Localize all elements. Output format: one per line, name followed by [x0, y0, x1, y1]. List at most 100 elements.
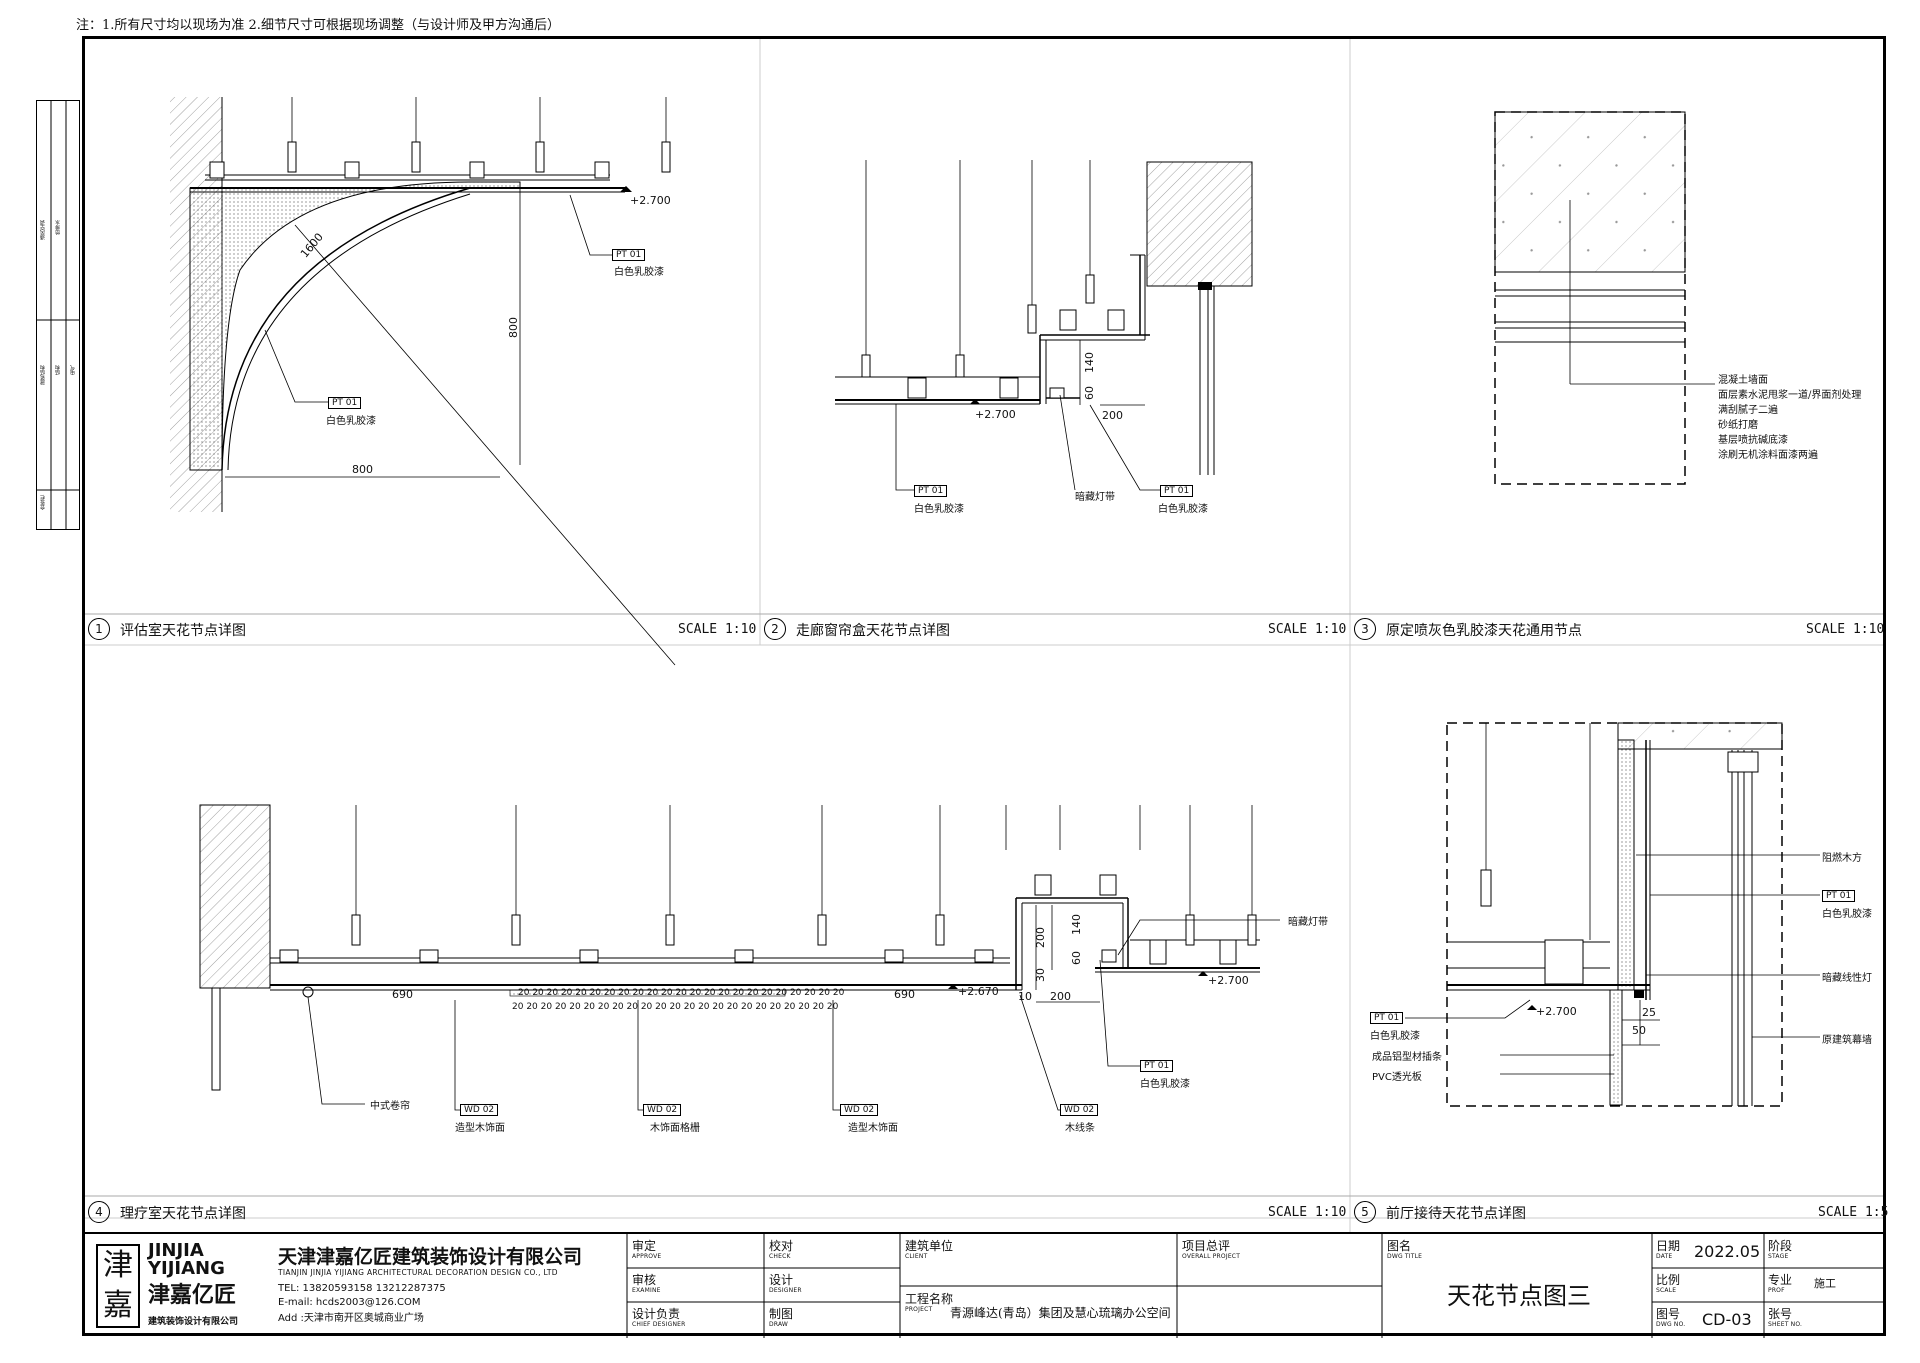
panel2-detail: [835, 160, 1253, 491]
chief-label-en: CHIEF DESIGNER: [632, 1321, 686, 1328]
panel2-number: 2: [764, 618, 786, 640]
p5-pvc: PVC透光板: [1372, 1072, 1422, 1083]
logo-en-1: JINJIA: [148, 1240, 204, 1261]
p3-spec-5: 基层喷抗碱底漆: [1718, 435, 1788, 446]
title-block: 津嘉 JINJIA YIJIANG 津嘉亿匠 建筑装饰设计有限公司 天津津嘉亿匠…: [82, 1232, 1886, 1338]
logo-en-2: YIJIANG: [148, 1258, 225, 1279]
p3-spec-6: 涂刷无机涂料面漆两遍: [1718, 450, 1818, 461]
p3-spec-1: 混凝土墙面: [1718, 375, 1768, 386]
panel5-number: 5: [1354, 1201, 1376, 1223]
p4-tag-4: WD 02: [1060, 1104, 1099, 1116]
p4-pt-tag: PT 01: [1140, 1060, 1174, 1072]
p4-dim-200-horizontal: 200: [1050, 990, 1071, 1003]
panel1-number: 1: [88, 618, 110, 640]
examine-label: 审核: [632, 1273, 657, 1287]
designer-label: 设计: [769, 1273, 794, 1287]
p4-dim-690-left: 690: [392, 988, 413, 1001]
overall-label: 项目总评: [1182, 1239, 1231, 1253]
logo-sub: 建筑装饰设计有限公司: [148, 1317, 239, 1327]
p2-hidden-light: 暗藏灯带: [1075, 492, 1115, 503]
panel5-scale: SCALE 1:5: [1818, 1205, 1889, 1220]
p1-label-2: 白色乳胶漆: [326, 416, 376, 427]
panel1-scale: SCALE 1:10: [678, 622, 757, 637]
draw-label-en: DRAW: [769, 1321, 789, 1328]
p4-elevation-2: +2.700: [1208, 974, 1249, 987]
panel3-scale: SCALE 1:10: [1806, 622, 1885, 637]
p5-label-2: 白色乳胶漆: [1370, 1031, 1420, 1042]
stage-label-en: STAGE: [1768, 1253, 1789, 1260]
contact-tel: TEL: 13820593158 13212287375: [278, 1283, 446, 1294]
dwg-title-label: 图名: [1387, 1239, 1412, 1253]
p4-label-2: 木饰面格栅: [650, 1123, 700, 1134]
p1-tag-1: PT 01: [612, 249, 646, 261]
p5-elevation: +2.700: [1536, 1005, 1577, 1018]
p4-label-3: 造型木饰面: [848, 1123, 898, 1134]
chief-label: 设计负责: [632, 1307, 681, 1321]
p3-spec-2: 面层素水泥甩浆一道/界面剂处理: [1718, 390, 1862, 401]
p5-hidden-line-light: 暗藏线性灯: [1822, 973, 1872, 984]
p2-dim-140: 140: [1083, 352, 1096, 373]
logo-cn: 津嘉亿匠: [148, 1283, 237, 1308]
p2-dim-60: 60: [1083, 386, 1096, 400]
dwgno-label-en: DWG NO.: [1656, 1321, 1686, 1328]
approve-label: 审定: [632, 1239, 657, 1253]
p4-tag-2: WD 02: [643, 1104, 682, 1116]
title-block-grid: [626, 1234, 1886, 1338]
contact-address: Add :天津市南开区奥城商业广场: [278, 1313, 424, 1324]
panel2-scale: SCALE 1:10: [1268, 622, 1347, 637]
panel5-detail: [1405, 722, 1820, 1107]
project-label: 工程名称: [905, 1292, 954, 1306]
p3-spec-4: 砂纸打磨: [1718, 420, 1758, 431]
p4-elevation-1: +2.670: [958, 985, 999, 998]
scale-label: 比例: [1656, 1273, 1681, 1287]
project-label-en: PROJECT: [905, 1306, 933, 1313]
p4-hidden-light: 暗藏灯带: [1288, 917, 1328, 928]
panel4-scale: SCALE 1:10: [1268, 1205, 1347, 1220]
p2-tag-1: PT 01: [914, 485, 948, 497]
p4-dim-690-right: 690: [894, 988, 915, 1001]
draw-label: 制图: [769, 1307, 794, 1321]
p5-tag-1: PT 01: [1822, 890, 1856, 902]
p2-label-2: 白色乳胶漆: [1158, 504, 1208, 515]
p4-label-4: 木线条: [1065, 1123, 1095, 1134]
panel5-title: 前厅接待天花节点详图: [1386, 1206, 1526, 1222]
panel3-title: 原定喷灰色乳胶漆天花通用节点: [1386, 623, 1582, 639]
p5-dim-50: 50: [1632, 1024, 1646, 1037]
panel4-detail: [199, 804, 1280, 1111]
approve-label-en: APPROVE: [632, 1253, 662, 1260]
p4-dim-30: 30: [1034, 968, 1047, 982]
p3-spec-list: 混凝土墙面 面层素水泥甩浆一道/界面剂处理 满刮腻子二遍 砂纸打磨 基层喷抗碱底…: [1718, 373, 1861, 463]
dwgno-value: CD-03: [1702, 1310, 1752, 1329]
date-label: 日期: [1656, 1239, 1681, 1253]
panel1-detail: [170, 97, 676, 666]
dwgno-label: 图号: [1656, 1307, 1681, 1321]
sheet-border: [82, 36, 1886, 1336]
p5-fire-wood: 阻燃木方: [1822, 853, 1862, 864]
p4-dim-grid-top: 20 20 20 20 20 20 20 20 20 20 20 20 20 2…: [518, 988, 845, 998]
client-label-en: CLIENT: [905, 1253, 928, 1260]
project-name: 青源峰达(青岛）集团及慧心琉璃办公空间: [950, 1306, 1171, 1320]
company-name: 天津津嘉亿匠建筑装饰设计有限公司: [278, 1246, 583, 1268]
p1-label-1: 白色乳胶漆: [614, 267, 664, 278]
sheetno-label: 张号: [1768, 1307, 1793, 1321]
p4-dim-grid-bottom: 20 20 20 20 20 20 20 20 20 20 20 20 20 2…: [512, 1002, 839, 1012]
check-label-en: CHECK: [769, 1253, 791, 1260]
scale-label-en: SCALE: [1656, 1287, 1677, 1294]
p5-dim-25: 25: [1642, 1006, 1656, 1019]
p3-spec-3: 满刮腻子二遍: [1718, 405, 1778, 416]
p5-alu: 成品铝型材插条: [1372, 1052, 1442, 1063]
sheet-note: 注：1.所有尺寸均以现场为准 2.细节尺寸可根据现场调整（与设计师及甲方沟通后）: [76, 18, 560, 33]
p4-pt-label: 白色乳胶漆: [1140, 1079, 1190, 1090]
p4-dim-140: 140: [1070, 914, 1083, 935]
p1-dim-800-horizontal: 800: [352, 463, 373, 476]
p2-dim-200: 200: [1102, 409, 1123, 422]
stage-label: 阶段: [1768, 1239, 1793, 1253]
panel3-number: 3: [1354, 618, 1376, 640]
designer-label-en: DESIGNER: [769, 1287, 802, 1294]
date-label-en: DATE: [1656, 1253, 1673, 1260]
prof-value: 施工: [1814, 1277, 1836, 1290]
prof-label: 专业: [1768, 1273, 1793, 1287]
panel4-number: 4: [88, 1201, 110, 1223]
client-label: 建筑单位: [905, 1239, 954, 1253]
